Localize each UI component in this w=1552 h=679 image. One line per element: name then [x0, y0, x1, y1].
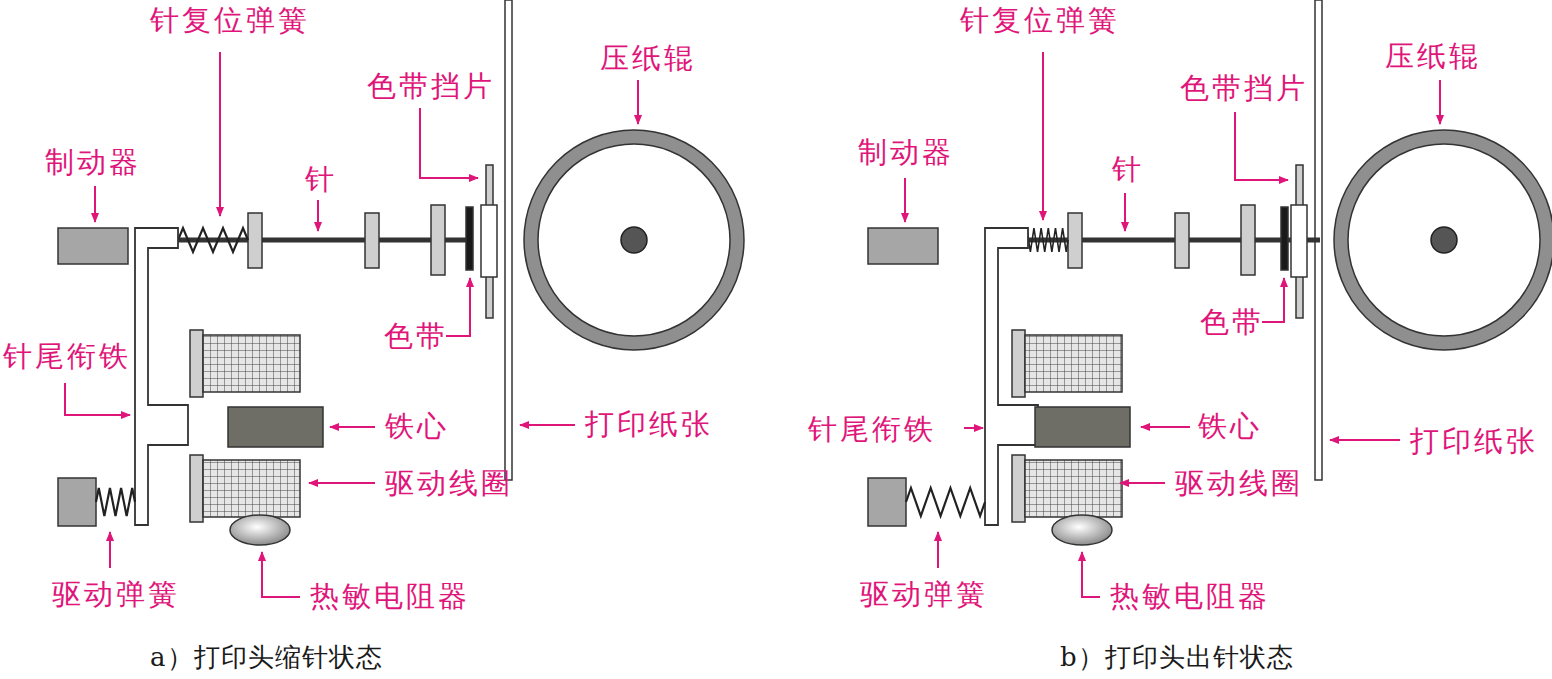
sub-caption: a）打印头缩针状态 [150, 642, 383, 672]
part-label: 针尾衔铁 [3, 340, 131, 372]
leader-arrow [1120, 482, 1165, 484]
leader-arrow [1124, 193, 1126, 231]
leader-arrow [1235, 112, 1288, 180]
leader-arrow [317, 200, 319, 231]
leader-arrow [65, 383, 130, 415]
thermistor [230, 515, 290, 545]
leader-arrow [219, 52, 221, 216]
iron-core [1035, 407, 1130, 447]
drive-spring [96, 488, 135, 516]
print-pin [178, 238, 467, 243]
brake [868, 228, 938, 264]
leader-arrow [904, 178, 906, 222]
part-label: 针尾衔铁 [808, 413, 936, 445]
platen-outline [1348, 144, 1540, 336]
part-label: 驱动线圈 [385, 467, 513, 499]
iron-core [228, 407, 323, 447]
part-label: 打印纸张 [1410, 425, 1538, 457]
platen-outline [1334, 130, 1552, 350]
leader-arrow [446, 278, 470, 336]
part-label: 打印纸张 [585, 408, 713, 440]
pin-guide [248, 213, 262, 268]
platen-roller [1341, 137, 1547, 343]
part-label: 色带挡片 [367, 70, 495, 102]
drive-coil [1025, 460, 1122, 517]
paper-sheet [505, 0, 512, 480]
part-label: 针 [1112, 153, 1144, 185]
coil-end-plate [1012, 455, 1025, 522]
leader-arrow [1330, 439, 1400, 441]
leader-arrow [1082, 552, 1100, 597]
platen-axle [1431, 227, 1457, 253]
brake [58, 228, 128, 264]
leader-arrow [1439, 80, 1441, 124]
pin-guide [1241, 205, 1255, 275]
part-label: 压纸辊 [600, 42, 696, 74]
leader-arrow [109, 532, 111, 568]
pin-guide [365, 213, 379, 268]
part-label: 色带 [384, 320, 448, 352]
part-label: 针复位弹簧 [960, 4, 1120, 36]
pin-reset-spring [178, 228, 248, 252]
ribbon-shield [1291, 205, 1307, 277]
spring-block [868, 478, 906, 526]
drive-coil [1025, 335, 1122, 392]
part-label: 铁心 [1198, 410, 1262, 442]
platen-outline [524, 130, 744, 350]
ink-ribbon [466, 207, 473, 270]
part-label: 制动器 [858, 136, 954, 168]
leader-arrow [262, 552, 300, 597]
coil-end-plate [190, 455, 203, 522]
leader-arrow [637, 80, 639, 124]
leader-arrow [309, 482, 375, 484]
part-label: 针 [305, 163, 337, 195]
leader-arrow [330, 426, 375, 428]
part-label: 驱动弹簧 [52, 578, 180, 610]
leader-arrow [520, 424, 575, 426]
leader-arrow [420, 108, 478, 178]
part-label: 铁心 [385, 410, 449, 442]
part-label: 热敏电阻器 [310, 580, 470, 612]
pin-guide [1068, 213, 1082, 268]
pin-guide [431, 205, 445, 275]
leader-arrow [94, 186, 96, 222]
drive-coil [203, 335, 300, 392]
part-label: 色带 [1200, 306, 1264, 338]
ink-ribbon [1281, 207, 1288, 270]
part-label: 驱动线圈 [1175, 467, 1303, 499]
thermistor [1052, 515, 1112, 545]
sub-caption: b）打印头出针状态 [1060, 642, 1294, 672]
pin-armature [135, 228, 188, 525]
part-label: 热敏电阻器 [1110, 580, 1270, 612]
leader-arrow [1042, 52, 1044, 220]
leader-arrow [964, 427, 983, 429]
ribbon-shield [481, 205, 497, 277]
platen-axle [621, 227, 647, 253]
part-label: 针复位弹簧 [150, 4, 310, 36]
part-label: 压纸辊 [1385, 40, 1481, 72]
drive-coil [203, 460, 300, 517]
platen-roller [531, 137, 737, 343]
part-label: 驱动弹簧 [860, 578, 988, 610]
coil-end-plate [190, 330, 203, 397]
spring-block [58, 478, 96, 526]
drive-spring [906, 488, 985, 516]
leader-arrow [937, 532, 939, 568]
pin-reset-spring [1025, 228, 1068, 252]
part-label: 色带挡片 [1180, 72, 1308, 104]
part-label: 制动器 [45, 146, 141, 178]
pin-guide [1175, 213, 1189, 268]
platen-outline [538, 144, 730, 336]
leader-arrow [1262, 278, 1284, 322]
coil-end-plate [1012, 330, 1025, 397]
leader-arrow [1141, 426, 1190, 428]
